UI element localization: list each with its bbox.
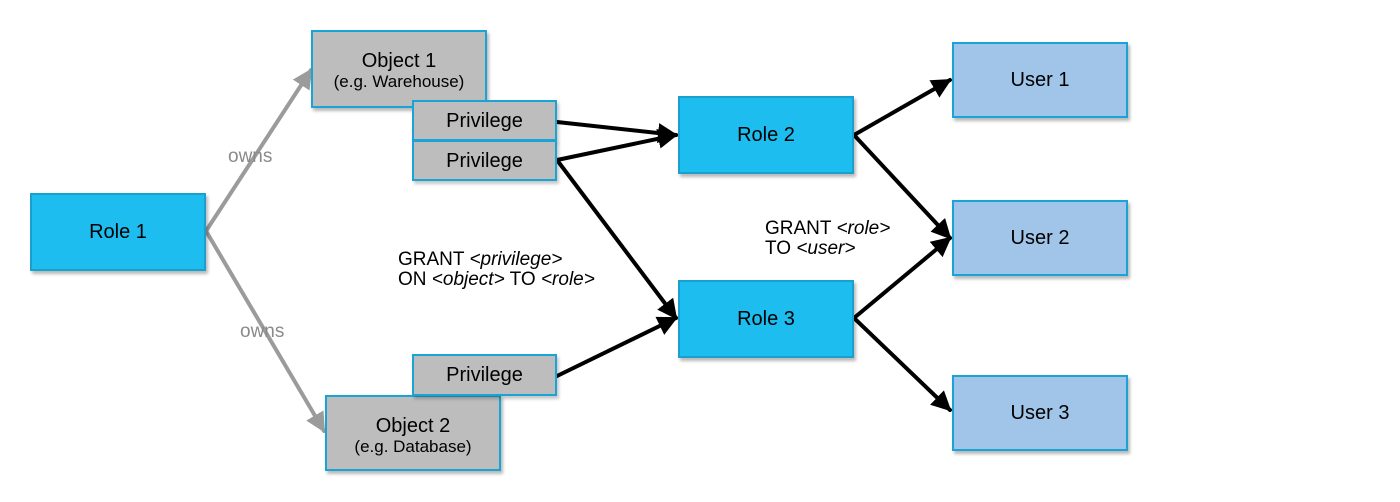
role-3-label: Role 3: [737, 308, 795, 330]
grant-arrow-priv2-role2: [555, 128, 678, 162]
user-1-node[interactable]: User 1: [952, 42, 1128, 118]
privilege-2-node[interactable]: Privilege: [412, 140, 557, 181]
grant-arrow-role3-user3: [852, 316, 952, 412]
user-2-label: User 2: [1010, 227, 1070, 249]
user-placeholder: <user>: [796, 238, 856, 259]
object-1-name: Object 1: [361, 50, 437, 72]
grant-privilege-line-1: GRANT <privilege>: [398, 250, 595, 270]
owns-arrow-object2: [204, 229, 326, 433]
to-keyword: TO: [509, 269, 536, 290]
grant-arrow-role2-user2: [852, 133, 952, 240]
grant-privilege-statement: GRANT <privilege> ON <object> TO <role>: [398, 250, 595, 290]
privilege-placeholder: <privilege>: [469, 249, 563, 270]
user-3-label: User 3: [1010, 402, 1070, 424]
privilege-3-node[interactable]: Privilege: [412, 354, 557, 396]
privilege-1-node[interactable]: Privilege: [412, 100, 557, 141]
owns-label-bottom: owns: [240, 321, 285, 342]
grant-keyword: GRANT: [765, 218, 832, 239]
object-placeholder: <object>: [431, 269, 505, 290]
object-2-example: (e.g. Database): [354, 437, 472, 456]
owns-arrow-object1: [204, 68, 313, 233]
object-1-example: (e.g. Warehouse): [333, 72, 465, 91]
to-keyword: TO: [765, 238, 792, 259]
user-1-label: User 1: [1010, 69, 1070, 91]
grant-role-statement: GRANT <role> TO <user>: [765, 219, 890, 259]
grant-privilege-line-2: ON <object> TO <role>: [398, 270, 595, 290]
privilege-2-label: Privilege: [446, 149, 523, 172]
user-3-node[interactable]: User 3: [952, 375, 1128, 451]
grant-arrow-priv1-role2: [555, 120, 678, 143]
grant-role-line-2: TO <user>: [765, 239, 890, 259]
privilege-1-label: Privilege: [446, 109, 523, 132]
role-1-node[interactable]: Role 1: [30, 193, 206, 271]
owns-label-top: owns: [228, 146, 273, 167]
object-1-node[interactable]: Object 1 (e.g. Warehouse): [311, 30, 487, 108]
on-keyword: ON: [398, 269, 427, 290]
role-placeholder: <role>: [540, 269, 595, 290]
grant-role-line-1: GRANT <role>: [765, 219, 890, 239]
grant-keyword: GRANT: [398, 249, 465, 270]
grant-arrow-priv3-role3: [555, 316, 678, 378]
object-2-name: Object 2: [375, 415, 451, 437]
role-3-node[interactable]: Role 3: [678, 280, 854, 358]
role-1-label: Role 1: [89, 221, 147, 243]
object-2-node[interactable]: Object 2 (e.g. Database): [325, 395, 501, 471]
grant-arrow-priv2-role3: [555, 158, 678, 320]
role-placeholder: <role>: [836, 218, 891, 239]
grant-arrow-role2-user1: [852, 78, 952, 137]
privilege-3-label: Privilege: [446, 364, 523, 386]
role-2-node[interactable]: Role 2: [678, 96, 854, 174]
user-2-node[interactable]: User 2: [952, 200, 1128, 276]
grant-arrow-role3-user2: [852, 236, 952, 320]
role-2-label: Role 2: [737, 124, 795, 146]
